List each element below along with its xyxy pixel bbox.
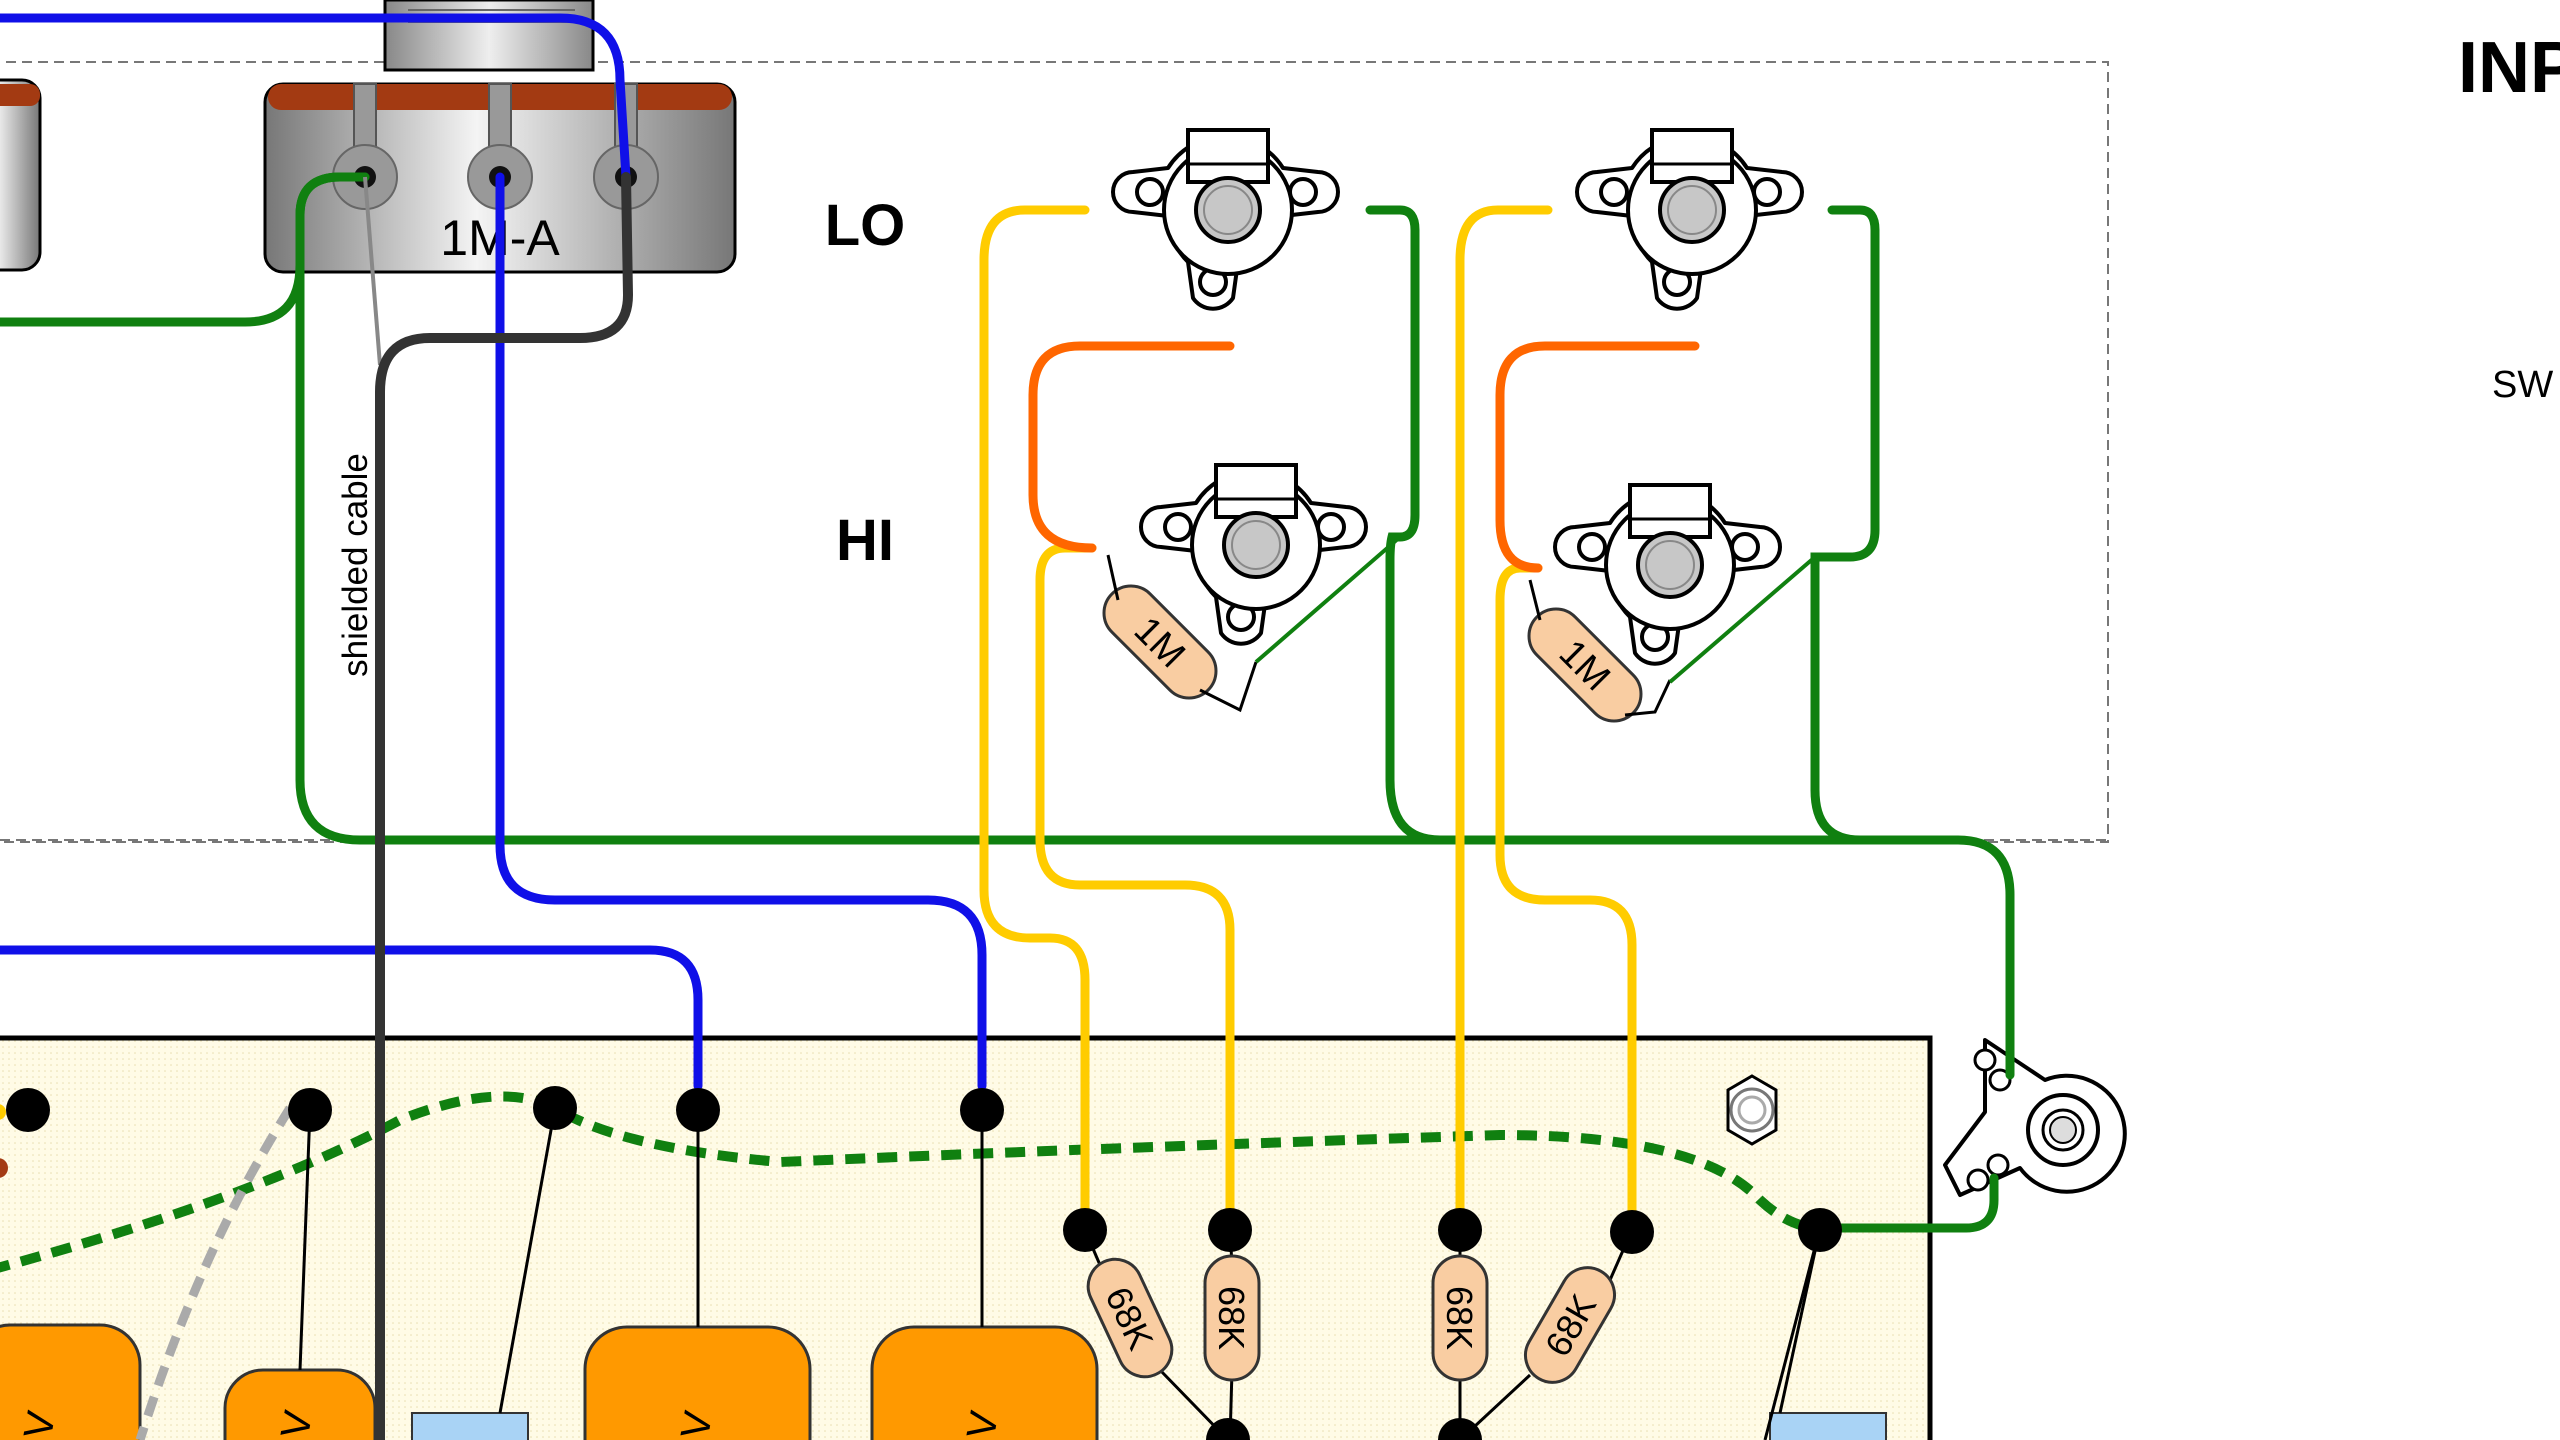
orange-wire — [1495, 341, 1700, 573]
board-ground-trace — [0, 1091, 1821, 1273]
yellow-wire — [1035, 543, 1235, 1233]
capacitor — [411, 1412, 529, 1440]
green-jack-wire — [1365, 205, 1445, 845]
green-ground-wire — [295, 172, 2015, 1080]
potentiometer-left — [0, 78, 42, 272]
jack-lead — [1106, 554, 1258, 713]
jack-lead — [1528, 579, 1672, 717]
input-jack-lo-2 — [1575, 128, 1804, 311]
shielded-cable-drain — [363, 176, 382, 366]
side-label-partial: SW — [2492, 364, 2553, 406]
yellow-wire — [1495, 563, 1637, 1235]
header-partial: INP — [2458, 28, 2560, 108]
resistor-1m-1: 1M — [1102, 584, 1218, 700]
standoff-nut — [1726, 1074, 1778, 1146]
yellow-wire — [1455, 205, 1553, 1235]
potentiometer-1m: 1M-A — [263, 0, 737, 274]
board-part-yellow — [0, 1104, 6, 1120]
input-jack-lo-1 — [1111, 128, 1340, 311]
resistor-68k-2-label: 68K — [1211, 1286, 1252, 1350]
tube-1: V — [0, 1323, 142, 1440]
label-lo: LO — [825, 193, 906, 258]
resistor-68k-2: 68K — [1203, 1254, 1261, 1382]
solder-points — [6, 1086, 1842, 1440]
gray-dashed-lead — [135, 1105, 294, 1440]
green-jack-wire — [1810, 205, 1880, 845]
shielded-cable — [375, 172, 634, 1440]
resistor-68k-3: 68K — [1431, 1254, 1489, 1382]
ground-lug — [1943, 1038, 2127, 1197]
capacitor — [1769, 1412, 1887, 1440]
ground-wire-thin — [1254, 535, 1402, 664]
ground-wire-thin — [1668, 555, 1817, 684]
blue-wire — [0, 945, 703, 1091]
blue-wire — [0, 13, 631, 182]
tube-4: V — [870, 1325, 1099, 1440]
blue-wire — [495, 172, 987, 1091]
orange-wire — [1028, 341, 1235, 553]
yellow-wire — [979, 205, 1090, 1235]
green-board-ground — [1815, 1173, 1999, 1233]
tube-2: V — [223, 1368, 377, 1440]
board-part-red — [0, 1158, 8, 1178]
label-hi: HI — [836, 508, 894, 573]
resistor-68k-3-label: 68K — [1439, 1286, 1480, 1350]
tube-3: V — [583, 1325, 812, 1440]
shielded-cable-label: shielded cable — [336, 453, 375, 677]
